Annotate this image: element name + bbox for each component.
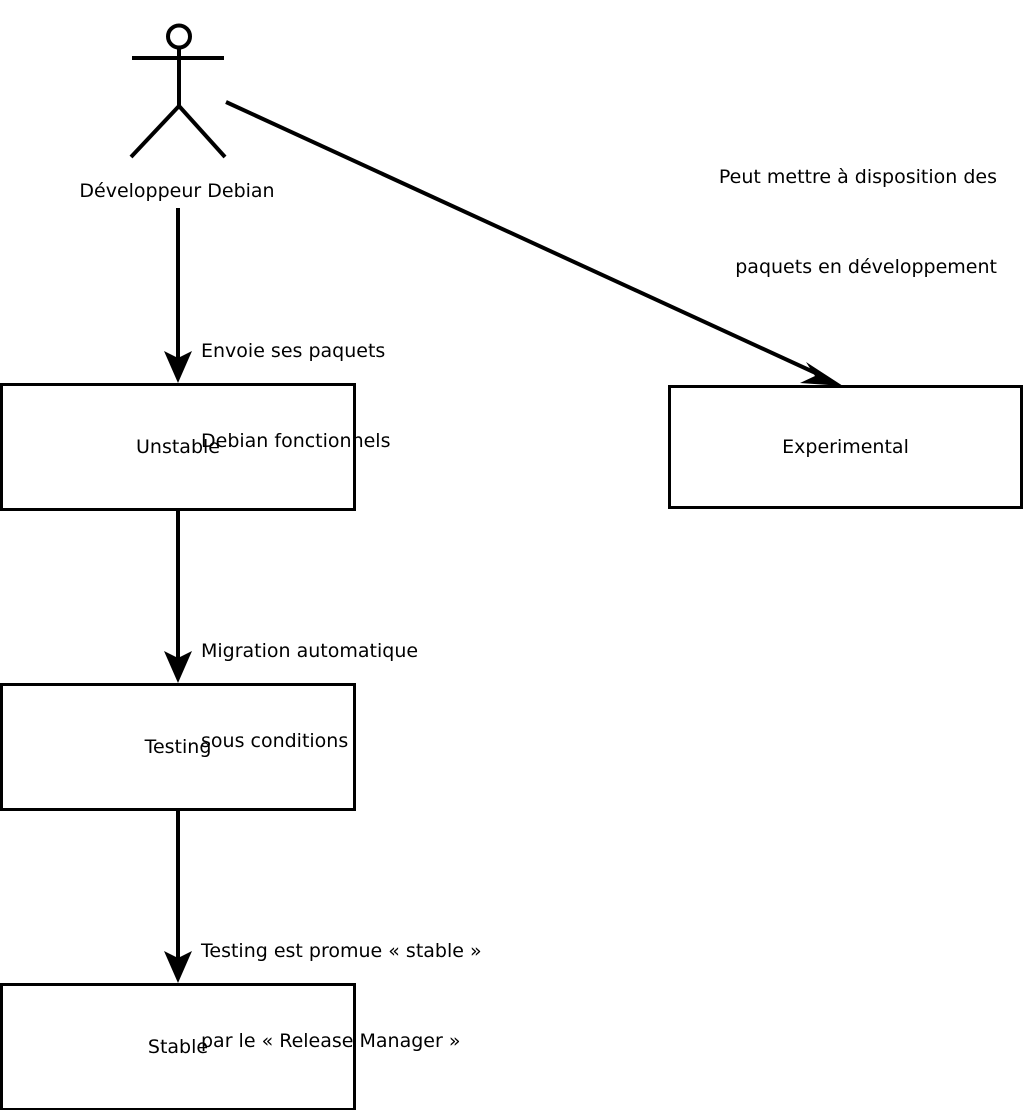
edge-label-line-1: Peut mettre à disposition des (718, 166, 997, 188)
actor-leg-right-line (177, 104, 227, 159)
edge-label-line-2: par le « Release Manager » (201, 1030, 461, 1052)
edge-label-line-1: Envoie ses paquets (201, 340, 386, 362)
node-unstable[interactable]: Unstable (0, 383, 356, 511)
actor-head-icon (166, 23, 192, 50)
edge-label-developer-to-unstable: Envoie ses paquets Debian fonctionnels (201, 276, 391, 516)
node-testing[interactable]: Testing (0, 683, 356, 811)
node-stable[interactable]: Stable (0, 983, 356, 1110)
arrow-developer-to-experimental (225, 100, 843, 386)
edge-label-line-2: Debian fonctionnels (201, 430, 391, 452)
edge-label-unstable-to-testing: Migration automatique sous conditions (201, 576, 418, 816)
actor-leg-left-line (129, 104, 181, 159)
edge-label-developer-to-experimental: Peut mettre à disposition des paquets en… (597, 102, 997, 342)
edge-label-line-1: Migration automatique (201, 640, 419, 662)
edge-label-line-2: sous conditions (201, 730, 349, 752)
actor-developer-label: Développeur Debian (79, 180, 275, 202)
node-experimental-label: Experimental (782, 435, 909, 458)
arrow-unstable-to-testing (164, 511, 192, 683)
node-unstable-label: Unstable (136, 435, 220, 458)
edge-label-testing-to-stable: Testing est promue « stable » par le « R… (201, 876, 482, 1110)
node-stable-label: Stable (147, 1035, 209, 1058)
arrow-developer-to-unstable (164, 208, 192, 383)
edge-label-line-1: Testing est promue « stable » (201, 940, 482, 962)
edge-label-line-2: paquets en développement (735, 256, 997, 278)
node-experimental[interactable]: Experimental (668, 385, 1023, 509)
actor-developer-figure (129, 23, 227, 159)
arrow-testing-to-stable (164, 811, 192, 983)
node-testing-label: Testing (144, 735, 212, 758)
